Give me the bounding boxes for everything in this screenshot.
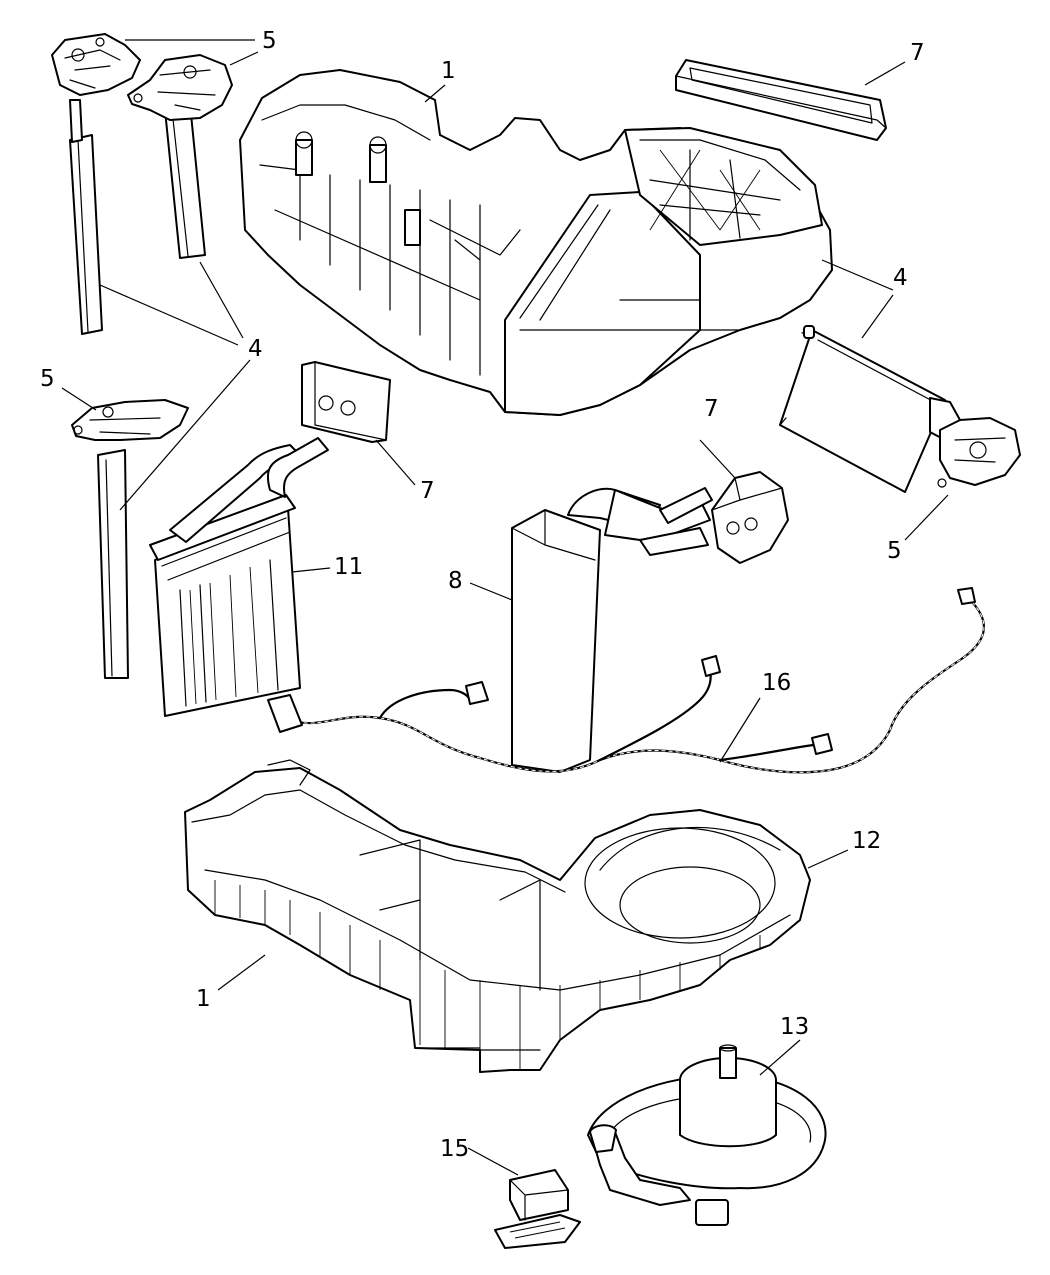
evaporator-core xyxy=(511,487,713,773)
callout-7-left: 7 xyxy=(420,478,435,504)
callout-5-right: 5 xyxy=(887,538,902,564)
callout-13: 13 xyxy=(780,1014,809,1040)
wiring-harness xyxy=(267,587,985,774)
actuator-door-assembly-upper-left xyxy=(51,33,233,335)
door-actuator-right xyxy=(779,325,1021,493)
blower-resistor xyxy=(494,1169,581,1249)
callout-7-top: 7 xyxy=(910,40,925,66)
callout-7-mid: 7 xyxy=(704,396,719,422)
leader-lines xyxy=(61,39,949,1176)
callout-16: 16 xyxy=(762,670,791,696)
hvac-housing-lower xyxy=(184,759,811,1073)
callout-5-left: 5 xyxy=(40,366,55,392)
callout-1-top: 1 xyxy=(441,58,456,84)
foam-seal-octagonal xyxy=(711,471,789,564)
actuator-door-assembly-mid-left xyxy=(71,399,189,679)
hvac-housing-upper xyxy=(239,69,833,416)
callout-8: 8 xyxy=(448,568,463,594)
callout-5-top-left: 5 xyxy=(262,28,277,54)
callout-15: 15 xyxy=(440,1136,469,1162)
callout-12: 12 xyxy=(852,828,881,854)
foam-seal-top xyxy=(675,59,887,141)
callout-4-top-right: 4 xyxy=(893,265,908,291)
foam-seal-small-left xyxy=(301,361,391,443)
blower-motor xyxy=(587,1044,827,1226)
callout-11: 11 xyxy=(334,554,363,580)
callout-4-top-left: 4 xyxy=(248,336,263,362)
callout-labels: 5 1 7 4 4 4 5 7 7 5 11 8 16 12 1 13 15 xyxy=(40,28,925,1162)
callout-1-bottom: 1 xyxy=(196,986,211,1012)
heater-core xyxy=(149,437,329,717)
